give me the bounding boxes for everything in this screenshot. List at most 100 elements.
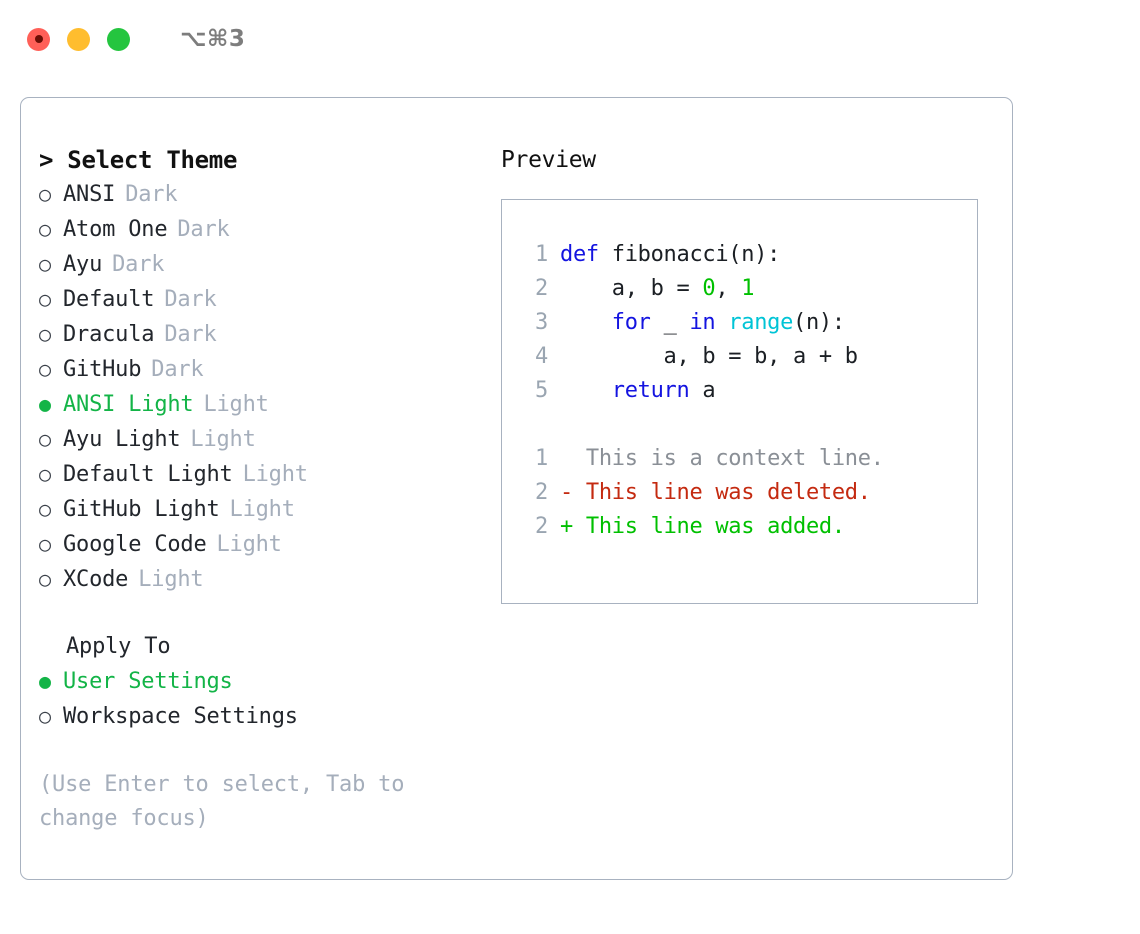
- diff-marker: [560, 442, 573, 476]
- theme-option-category: Dark: [177, 217, 230, 242]
- code-line: 1 def fibonacci(n):: [514, 238, 977, 272]
- theme-option-category: Dark: [164, 287, 217, 312]
- theme-option-default-light[interactable]: ○ Default Light Light: [39, 457, 494, 492]
- code-token-plain: a, b =: [560, 276, 703, 301]
- radio-selected-icon: ●: [39, 669, 51, 693]
- diff-line-text: This line was added.: [572, 514, 845, 539]
- keyboard-hint-text: (Use Enter to select, Tab to change focu…: [39, 772, 405, 831]
- maximize-button[interactable]: [107, 27, 130, 51]
- theme-option-category: Dark: [164, 322, 217, 347]
- apply-to-option-name: Workspace Settings: [63, 704, 298, 729]
- code-diff-separator: [514, 408, 977, 442]
- code-line: 4 a, b = b, a + b: [514, 340, 977, 374]
- radio-unselected-icon: ○: [39, 182, 51, 206]
- code-line-content: def fibonacci(n):: [560, 238, 780, 272]
- title-bar: ⌥⌘3: [0, 0, 1140, 78]
- theme-option-category: Light: [138, 567, 204, 592]
- code-line: 2 a, b = 0, 1: [514, 272, 977, 306]
- code-token-kw: return: [611, 378, 690, 403]
- theme-option-category: Dark: [125, 182, 178, 207]
- diff-sample: 1 This is a context line.2- This line wa…: [514, 442, 977, 544]
- diff-line-text: This line was deleted.: [572, 480, 871, 505]
- apply-to-option-user-settings[interactable]: ● User Settings: [39, 664, 494, 699]
- radio-unselected-icon: ○: [39, 704, 51, 728]
- code-line-number: 1: [535, 242, 548, 267]
- code-token-plain: fibonacci(n):: [611, 242, 781, 267]
- code-token-num: 1: [741, 276, 755, 301]
- code-line-content: a, b = 0, 1: [560, 272, 755, 306]
- theme-option-name: Default Light: [63, 462, 233, 487]
- code-line-content: a, b = b, a + b: [560, 340, 859, 374]
- theme-option-category: Light: [216, 532, 282, 557]
- radio-unselected-icon: ○: [39, 322, 51, 346]
- code-token-plain: a: [689, 378, 716, 403]
- code-line-number: 4: [535, 344, 548, 369]
- code-token-plain: [560, 378, 612, 403]
- apply-to-option-workspace-settings[interactable]: ○ Workspace Settings: [39, 699, 494, 734]
- theme-option-name: ANSI: [63, 182, 116, 207]
- radio-unselected-icon: ○: [39, 497, 51, 521]
- code-line: 3 for _ in range(n):: [514, 306, 977, 340]
- code-line: 5 return a: [514, 374, 977, 408]
- radio-unselected-icon: ○: [39, 427, 51, 451]
- radio-unselected-icon: ○: [39, 287, 51, 311]
- code-token-plain: a, b = b, a + b: [560, 344, 859, 369]
- close-button[interactable]: [27, 27, 50, 51]
- theme-option-name: ANSI Light: [63, 392, 194, 417]
- radio-unselected-icon: ○: [39, 217, 51, 241]
- apply-to-header: Apply To: [66, 634, 171, 659]
- theme-option-category: Light: [203, 392, 269, 417]
- radio-unselected-icon: ○: [39, 462, 51, 486]
- theme-option-category: Dark: [151, 357, 204, 382]
- diff-line-number: 1: [535, 446, 548, 471]
- theme-option-category: Light: [242, 462, 308, 487]
- theme-option-name: Ayu: [63, 252, 103, 277]
- theme-option-name: Atom One: [63, 217, 168, 242]
- theme-option-github[interactable]: ○ GitHub Dark: [39, 352, 494, 387]
- code-token-plain: [560, 310, 612, 335]
- diff-line-number: 2: [535, 514, 548, 539]
- theme-option-dracula[interactable]: ○ Dracula Dark: [39, 317, 494, 352]
- diff-line-del: 2- This line was deleted.: [514, 476, 977, 510]
- keyboard-shortcut-label: ⌥⌘3: [180, 26, 246, 52]
- theme-option-name: Dracula: [63, 322, 155, 347]
- radio-unselected-icon: ○: [39, 357, 51, 381]
- code-token-plain: [715, 310, 728, 335]
- code-token-num: 0: [702, 276, 716, 301]
- apply-to-section: Apply To ● User Settings ○ Workspace Settin…: [39, 630, 494, 734]
- traffic-lights: [27, 27, 130, 51]
- diff-line-number: 2: [535, 480, 548, 505]
- code-line-content: for _ in range(n):: [560, 306, 845, 340]
- code-token-kw: def: [560, 242, 612, 267]
- theme-option-name: GitHub: [63, 357, 142, 382]
- diff-line-add: 2+ This line was added.: [514, 510, 977, 544]
- theme-option-name: Ayu Light: [63, 427, 181, 452]
- code-token-fn: range: [728, 310, 794, 335]
- minimize-button[interactable]: [67, 27, 90, 51]
- code-line-number: 5: [535, 378, 548, 403]
- apply-to-option-name: User Settings: [63, 669, 233, 694]
- diff-line-ctx: 1 This is a context line.: [514, 442, 977, 476]
- theme-option-ansi-light[interactable]: ● ANSI Light Light: [39, 387, 494, 422]
- code-line-content: return a: [560, 374, 716, 408]
- radio-selected-icon: ●: [39, 392, 51, 416]
- code-token-plain: _: [650, 310, 690, 335]
- diff-line-text: This is a context line.: [572, 446, 884, 471]
- radio-unselected-icon: ○: [39, 532, 51, 556]
- theme-option-atom-one[interactable]: ○ Atom One Dark: [39, 212, 494, 247]
- radio-unselected-icon: ○: [39, 567, 51, 591]
- preview-header: Preview: [501, 147, 596, 173]
- theme-option-ansi[interactable]: ○ ANSI Dark: [39, 177, 494, 212]
